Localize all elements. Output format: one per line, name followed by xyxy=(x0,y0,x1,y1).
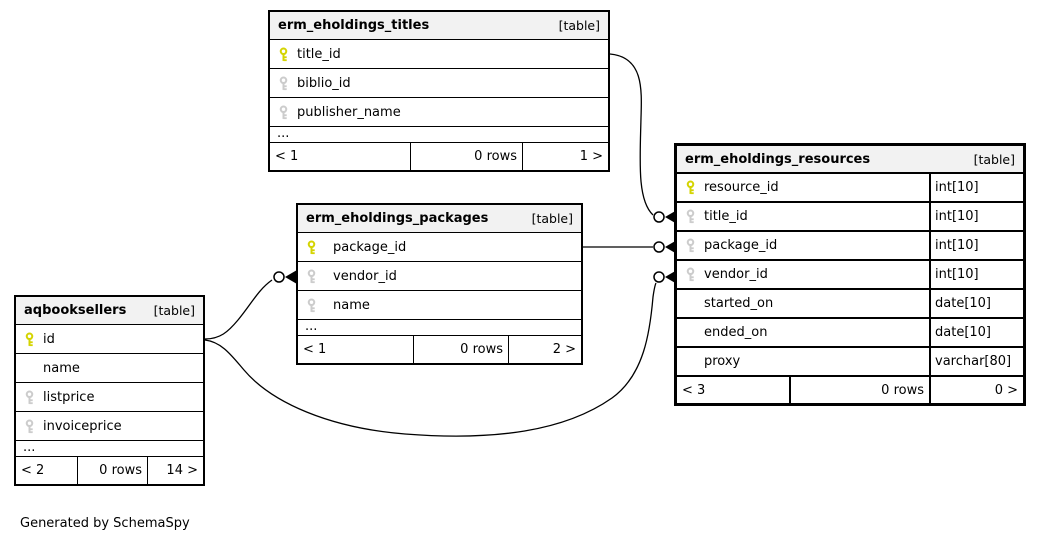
column-name: started_on xyxy=(704,296,774,311)
table-erm-eholdings-resources: erm_eholdings_resources [table] resource… xyxy=(674,143,1026,406)
table-row: title_id xyxy=(270,40,608,69)
table-row: package_id int[10] xyxy=(677,232,1023,261)
table-header: erm_eholdings_titles [table] xyxy=(270,12,608,40)
table-title[interactable]: aqbooksellers xyxy=(24,303,127,318)
index-key-icon xyxy=(25,419,34,434)
table-erm-eholdings-packages: erm_eholdings_packages [table] package_i… xyxy=(296,203,583,365)
primary-key-icon xyxy=(25,332,34,347)
row-count: 0 rows xyxy=(791,377,931,403)
child-count: 14 > xyxy=(166,463,198,478)
column-type: date[10] xyxy=(935,296,991,311)
table-row: id xyxy=(16,325,203,354)
fk-circle-icon xyxy=(273,271,285,283)
table-header: erm_eholdings_resources [table] xyxy=(677,146,1023,174)
relationship-line-aqbooksellers-packages xyxy=(204,279,273,340)
column-type: int[10] xyxy=(935,267,979,282)
primary-key-icon xyxy=(307,240,316,255)
table-row: publisher_name xyxy=(270,98,608,127)
table-header: aqbooksellers [table] xyxy=(16,297,203,325)
fk-circle-icon xyxy=(653,241,665,253)
table-type-badge: [table] xyxy=(973,151,1015,167)
index-key-icon xyxy=(25,390,34,405)
column-name: package_id xyxy=(704,238,778,253)
table-row: ended_on date[10] xyxy=(677,319,1023,348)
table-row: biblio_id xyxy=(270,69,608,98)
index-key-icon xyxy=(279,105,288,120)
table-row: vendor_id xyxy=(298,262,581,291)
table-header: erm_eholdings_packages [table] xyxy=(298,205,581,233)
column-name: invoiceprice xyxy=(43,418,122,434)
table-footer: < 2 0 rows 14 > xyxy=(16,457,203,484)
column-name: title_id xyxy=(297,46,341,62)
table-title[interactable]: erm_eholdings_resources xyxy=(685,151,871,167)
column-name: biblio_id xyxy=(297,75,351,91)
parent-count: < 1 xyxy=(270,143,411,170)
table-row: name xyxy=(16,354,203,383)
column-name: name xyxy=(43,360,80,376)
table-row: vendor_id int[10] xyxy=(677,261,1023,290)
column-name: id xyxy=(43,331,55,347)
index-key-icon xyxy=(686,209,695,224)
column-name: package_id xyxy=(333,239,407,255)
column-name: title_id xyxy=(704,209,748,224)
more-columns-ellipsis: ... xyxy=(298,320,581,336)
row-count: 0 rows xyxy=(411,143,523,170)
table-row: started_on date[10] xyxy=(677,290,1023,319)
column-type: int[10] xyxy=(935,180,979,195)
table-row: invoiceprice xyxy=(16,412,203,441)
index-key-icon xyxy=(686,238,695,253)
column-name: listprice xyxy=(43,389,95,405)
index-key-icon xyxy=(307,269,316,284)
column-type: date[10] xyxy=(935,325,991,340)
column-name: proxy xyxy=(704,354,741,369)
table-aqbooksellers: aqbooksellers [table] id name listprice … xyxy=(14,295,205,486)
more-columns-ellipsis: ... xyxy=(270,127,608,143)
column-name: vendor_id xyxy=(333,268,397,284)
child-count: 2 > xyxy=(552,342,576,357)
table-footer: < 1 0 rows 2 > xyxy=(298,336,581,363)
table-type-badge: [table] xyxy=(153,303,195,318)
parent-count: < 2 xyxy=(16,457,78,484)
table-row: listprice xyxy=(16,383,203,412)
table-row: resource_id int[10] xyxy=(677,174,1023,203)
index-key-icon xyxy=(279,76,288,91)
table-type-badge: [table] xyxy=(558,18,600,33)
primary-key-icon xyxy=(686,180,695,195)
more-columns-ellipsis: ... xyxy=(16,441,203,457)
index-key-icon xyxy=(307,298,316,313)
column-name: vendor_id xyxy=(704,267,768,282)
table-row: name xyxy=(298,291,581,320)
row-count: 0 rows xyxy=(414,336,509,363)
table-type-badge: [table] xyxy=(531,211,573,226)
parent-count: < 3 xyxy=(677,377,791,403)
table-title[interactable]: erm_eholdings_packages xyxy=(306,211,489,226)
child-count: 1 > xyxy=(579,149,603,164)
generator-credit: Generated by SchemaSpy xyxy=(20,516,190,531)
table-erm-eholdings-titles: erm_eholdings_titles [table] title_id bi… xyxy=(268,10,610,172)
column-name: publisher_name xyxy=(297,104,401,120)
table-footer: < 3 0 rows 0 > xyxy=(677,377,1023,403)
table-row: proxy varchar[80] xyxy=(677,348,1023,377)
column-name: ended_on xyxy=(704,325,768,340)
column-name: resource_id xyxy=(704,180,779,195)
table-footer: < 1 0 rows 1 > xyxy=(270,143,608,170)
fk-circle-icon xyxy=(653,211,665,223)
index-key-icon xyxy=(686,267,695,282)
column-type: varchar[80] xyxy=(935,354,1012,369)
table-title[interactable]: erm_eholdings_titles xyxy=(278,18,430,33)
child-count: 0 > xyxy=(994,382,1018,398)
parent-count: < 1 xyxy=(298,336,414,363)
relationship-line-titles-resources xyxy=(609,53,654,216)
table-row: package_id xyxy=(298,233,581,262)
row-count: 0 rows xyxy=(78,457,148,484)
primary-key-icon xyxy=(279,47,288,62)
column-type: int[10] xyxy=(935,209,979,224)
column-name: name xyxy=(333,297,370,313)
column-type: int[10] xyxy=(935,238,979,253)
fk-circle-icon xyxy=(653,271,665,283)
table-row: title_id int[10] xyxy=(677,203,1023,232)
